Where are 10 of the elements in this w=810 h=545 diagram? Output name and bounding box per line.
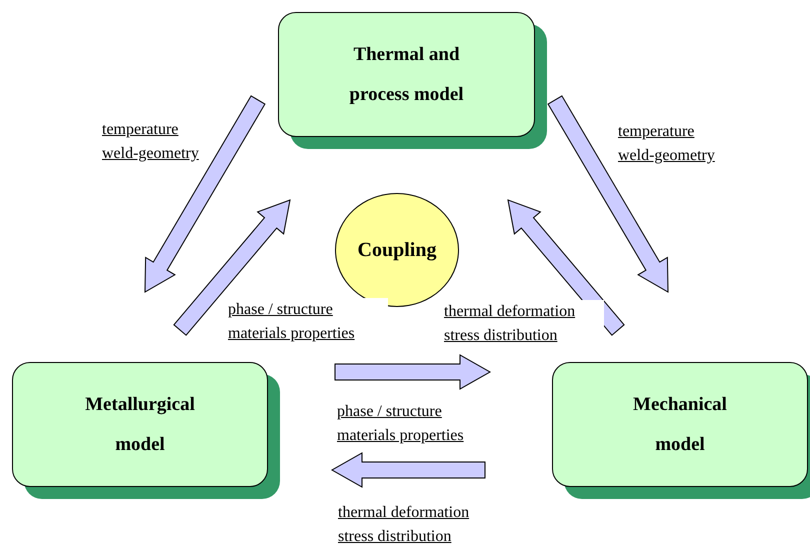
block-arrow — [144, 95, 266, 293]
node-title: Mechanical model — [632, 392, 728, 456]
node-title: Thermal and process model — [348, 42, 465, 106]
block-arrow — [507, 199, 625, 336]
block-arrow — [334, 354, 492, 390]
block-arrow — [547, 95, 669, 293]
block-arrow — [330, 452, 486, 488]
block-arrow — [173, 199, 291, 336]
node-title: Coupling — [358, 238, 436, 262]
node-title: Metallurgical model — [84, 392, 196, 456]
